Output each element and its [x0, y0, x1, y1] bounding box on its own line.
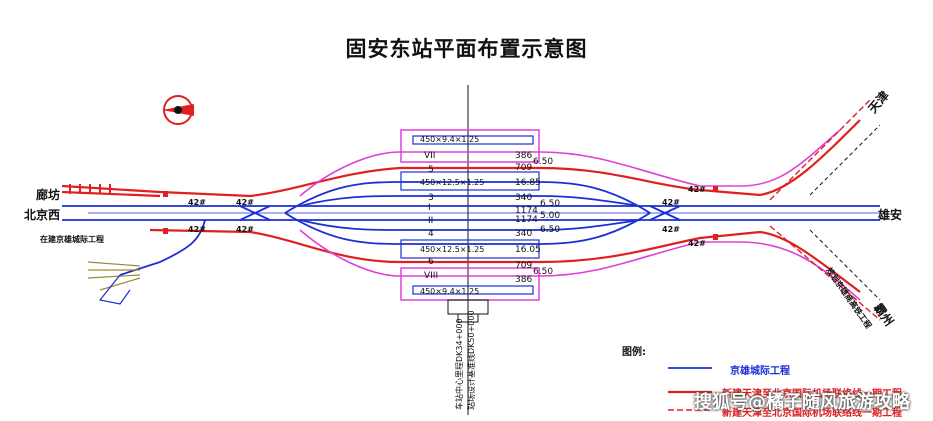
feeder-blue-stub [98, 274, 131, 305]
track-number: 6 [428, 257, 434, 267]
center-mileage-2: 站场设计基准线DK50+000 [466, 310, 476, 410]
spacing-width: 5.00 [540, 211, 560, 221]
track-number: I [428, 203, 431, 213]
place-beijingxi: 北京西 [24, 207, 60, 222]
switch-markers [163, 186, 718, 240]
station-building [447, 299, 489, 323]
switch-label: 42# [688, 239, 706, 248]
legend-title: 图例: [622, 347, 646, 358]
switch-label: 42# [662, 225, 680, 234]
feeder-lines [87, 261, 141, 291]
spacing-value: 340 [515, 193, 532, 203]
platform-dim: 450×9.4×1.25 [420, 135, 479, 144]
outer-magenta-tracks [299, 129, 861, 301]
spacing-value: 709 [515, 163, 532, 173]
spacing-value: 386 [515, 275, 532, 285]
switch-label: 42# [236, 198, 254, 207]
platform-dim: 450×9.4×1.25 [420, 287, 479, 296]
track-number: 3 [428, 193, 434, 203]
left-red-ladders [69, 184, 111, 194]
spacing-width: 6.50 [540, 199, 560, 209]
track-number: 4 [428, 229, 434, 239]
legend-item-label: 新建天津至北京国际机场联络线一期工程 [722, 408, 902, 419]
switch-label: 42# [688, 185, 706, 194]
spacing-width: 6.50 [533, 157, 553, 167]
diagram-title: 固安东站平面布置示意图 [345, 37, 588, 61]
spacing-value: 386 [515, 151, 532, 161]
spacing-width: 6.50 [540, 225, 560, 235]
platform-dim: 450×12.5×1.25 [420, 178, 484, 187]
legend-item-label: 新建天津至北京国际机场联络线一期工程 [722, 389, 902, 400]
note-left: 在建京雄城际工程 [40, 234, 104, 244]
platform-dim: 450×12.5×1.25 [420, 245, 484, 254]
switch-label: 42# [662, 198, 680, 207]
planned-black-dashed [809, 124, 881, 301]
legend-item-label: 京雄城际工程 [730, 366, 790, 377]
note-right: 规划京雄商高铁工程 [824, 265, 873, 330]
spacing-value: 709 [515, 261, 532, 271]
spacing-value: 1174 [515, 215, 538, 225]
spacing-value: 1174 [515, 206, 538, 216]
place-xiongan: 雄安 [877, 207, 902, 222]
jingxiong-main-tracks [62, 181, 880, 276]
watermark: 搜狐号@橘子随风旅游攻略 [694, 392, 910, 413]
spacing-value: 16.85 [515, 178, 541, 188]
switch-label: 42# [188, 225, 206, 234]
switch-label: 42# [188, 198, 206, 207]
spacing-value: 340 [515, 229, 532, 239]
track-number: VII [424, 151, 435, 161]
spacing-width: 6.50 [533, 267, 553, 277]
track-number: VIII [424, 271, 438, 281]
switch-label: 42# [236, 225, 254, 234]
track-number: II [428, 216, 433, 226]
planned-dashed-lines [769, 99, 881, 321]
platform-inner [400, 135, 540, 295]
spacing-value: 16.05 [515, 245, 541, 255]
place-langfang: 廊坊 [36, 187, 60, 202]
north-arrow-icon [162, 95, 194, 125]
place-tianjin: 天津 [865, 88, 892, 116]
track-number: 5 [428, 165, 434, 175]
center-mileage-1: 车站中心里程DK34+000 [454, 318, 464, 410]
